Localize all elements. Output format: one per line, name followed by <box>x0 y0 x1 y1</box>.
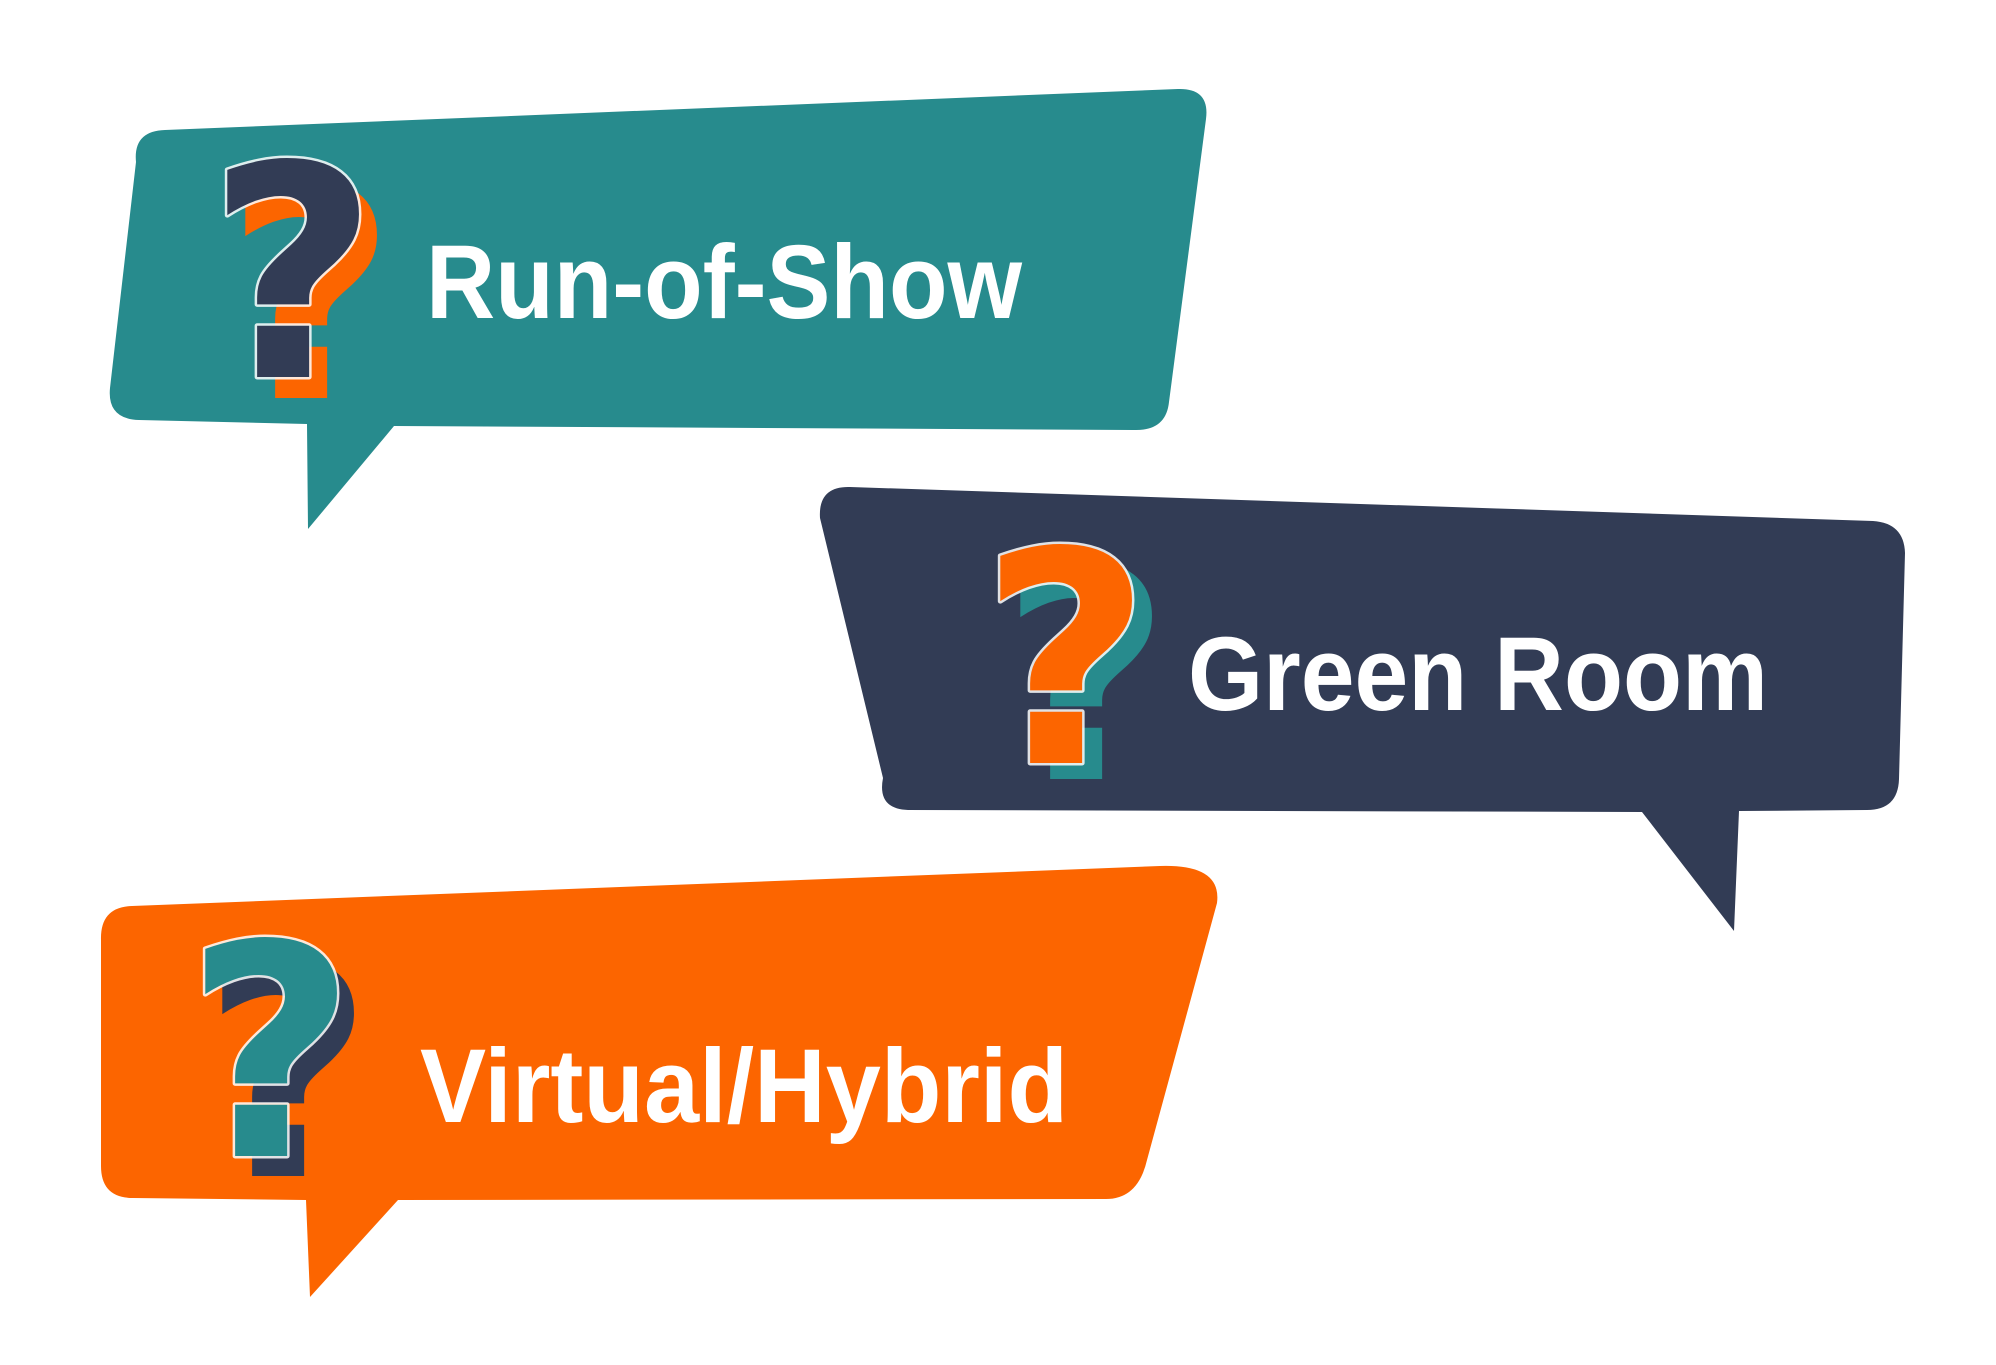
bubble-shape-virtual-hybrid <box>100 865 1218 1297</box>
speech-bubble-green-room: ? ? Green Room <box>819 486 1905 931</box>
speech-bubble-virtual-hybrid: ? ? Virtual/Hybrid <box>100 865 1218 1297</box>
question-mark-icon: ? <box>185 882 356 1226</box>
question-mark-icon: ? <box>980 489 1151 833</box>
speech-bubble-run-of-show: ? ? Run-of-Show <box>109 88 1207 529</box>
question-mark-shadow: ? <box>1000 505 1171 849</box>
bubble-shape-run-of-show <box>109 88 1207 529</box>
bubble-label-run-of-show: Run-of-Show <box>426 224 1022 341</box>
bubble-label-green-room: Green Room <box>1188 616 1768 733</box>
question-mark-shadow: ? <box>225 124 396 468</box>
question-mark-icon: ? <box>207 103 378 447</box>
question-mark-shadow: ? <box>202 902 373 1246</box>
bubble-label-virtual-hybrid: Virtual/Hybrid <box>420 1028 1068 1145</box>
bubble-shape-green-room <box>819 486 1905 931</box>
